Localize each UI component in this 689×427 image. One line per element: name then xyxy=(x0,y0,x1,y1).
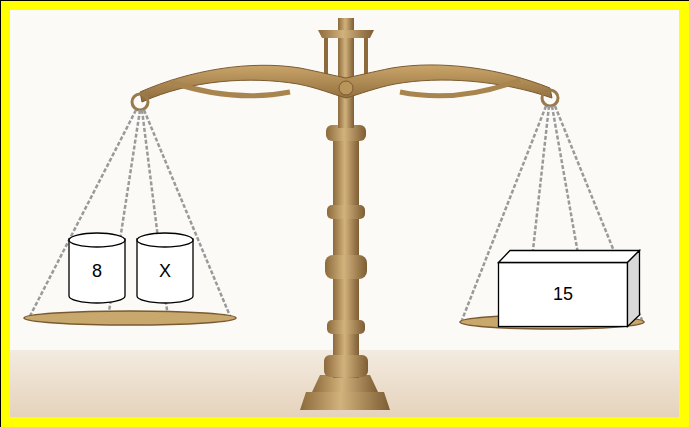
hanger-ring xyxy=(542,90,558,106)
weight-label: X xyxy=(136,246,194,298)
scale-top-bar xyxy=(318,30,374,38)
scale-frame xyxy=(364,38,368,78)
yellow-frame xyxy=(5,5,684,422)
beam-pivot xyxy=(339,81,353,95)
weight-cylinder: 8 xyxy=(68,232,126,304)
left-pan xyxy=(24,311,236,325)
column-ring xyxy=(327,205,365,219)
weight-cylinder: X xyxy=(136,232,194,304)
hanger-ring xyxy=(132,94,148,110)
scale-column xyxy=(333,130,359,378)
weight-label: 8 xyxy=(68,246,126,298)
frame-edge xyxy=(0,0,1,427)
beam-scroll xyxy=(400,80,520,96)
column-ring xyxy=(324,355,368,377)
scale-base xyxy=(300,392,390,410)
weight-label: 15 xyxy=(498,262,628,327)
scale-beam xyxy=(140,65,552,102)
weight-box: 15 xyxy=(498,250,640,327)
frame-edge xyxy=(0,0,689,1)
table-surface xyxy=(0,350,689,427)
scale-frame xyxy=(324,38,328,78)
chains xyxy=(30,110,230,318)
column-ring xyxy=(327,320,365,334)
beam-scroll xyxy=(170,82,290,96)
column-ring xyxy=(325,255,367,279)
